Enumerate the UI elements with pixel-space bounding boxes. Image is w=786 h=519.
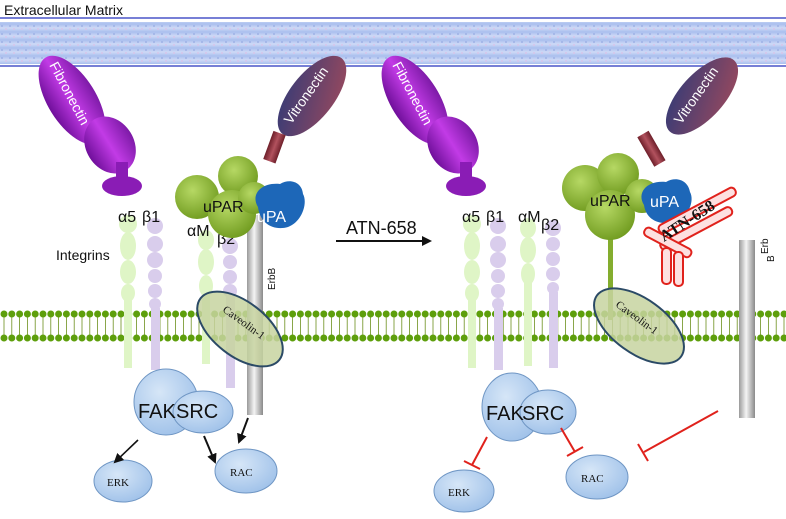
fibronectin-right: Fibronectin xyxy=(381,55,486,196)
left-panel: Fibronectin Vitronectin ErbB xyxy=(38,55,347,503)
erk-label-left: ERK xyxy=(107,477,129,489)
inhibit-line-fak-erk xyxy=(471,436,488,466)
erbb-label-left: ErbB xyxy=(267,267,278,290)
upa-left xyxy=(255,181,305,229)
activation-arrow-src-rac xyxy=(203,435,217,464)
upar-label-left: uPAR xyxy=(203,199,244,216)
upar-anchor-right xyxy=(608,228,613,320)
integrin-beta1-left xyxy=(147,218,163,370)
ecm-title: Extracellular Matrix xyxy=(4,2,123,18)
inhibit-bar-rac-1 xyxy=(566,446,584,457)
caveolin-left: Caveolin-1 xyxy=(196,290,284,368)
erbb-label-right-1: Erb xyxy=(760,238,771,254)
alphaM-label-left: αM xyxy=(187,223,210,240)
erk-node-right xyxy=(433,469,495,513)
erk-label-right: ERK xyxy=(448,487,470,499)
integrin-alpha5-right xyxy=(463,215,481,368)
caveolin-right: Caveolin-1 xyxy=(593,287,685,365)
inhibit-line-src-rac xyxy=(560,427,576,453)
src-label-right: SRC xyxy=(522,403,564,425)
integrin-alphaM-right xyxy=(520,218,536,366)
rac-node-left xyxy=(214,448,278,494)
activation-arrow-fak-erk xyxy=(113,439,139,464)
upar-left xyxy=(175,156,270,238)
beta2-label-right: β2 xyxy=(541,217,559,234)
inhibit-bar-rac-2 xyxy=(637,443,649,462)
integrins-label: Integrins xyxy=(56,247,110,263)
rac-node-right xyxy=(565,454,629,500)
beta1-label-right: β1 xyxy=(486,209,504,226)
fak-label-right: FAK xyxy=(486,403,524,425)
beta1-label-left: β1 xyxy=(142,209,160,226)
right-panel: Fibronectin Vitronectin α5 β1 xyxy=(381,55,777,513)
upa-label-right: uPA xyxy=(650,194,679,211)
src-node-right xyxy=(519,389,577,435)
integrin-beta2-right xyxy=(545,220,561,368)
treatment-label: ATN-658 xyxy=(346,218,417,238)
upar-label-right: uPAR xyxy=(590,193,631,210)
src-label-left: SRC xyxy=(176,401,218,423)
alpha5-label-right: α5 xyxy=(462,209,480,226)
activation-arrow-erbb-rac xyxy=(237,417,249,444)
rac-label-right: RAC xyxy=(581,473,604,485)
integrin-alpha5-left xyxy=(119,215,137,368)
src-node-left xyxy=(172,390,234,434)
inhibit-bar-erk xyxy=(463,460,481,470)
inhibit-line-erbb-rac xyxy=(643,410,719,453)
erbb-label-right-2: B xyxy=(766,255,777,262)
fibronectin-left: Fibronectin xyxy=(38,55,142,196)
alpha5-label-left: α5 xyxy=(118,209,136,226)
upa-label-left: uPA xyxy=(257,209,286,226)
fak-label-left: FAK xyxy=(138,401,176,423)
rac-label-left: RAC xyxy=(230,467,253,479)
upa-right xyxy=(641,179,692,224)
integrin-beta1-right xyxy=(490,218,506,370)
erbb-receptor-right xyxy=(739,240,755,418)
alphaM-label-right: αM xyxy=(518,209,541,226)
